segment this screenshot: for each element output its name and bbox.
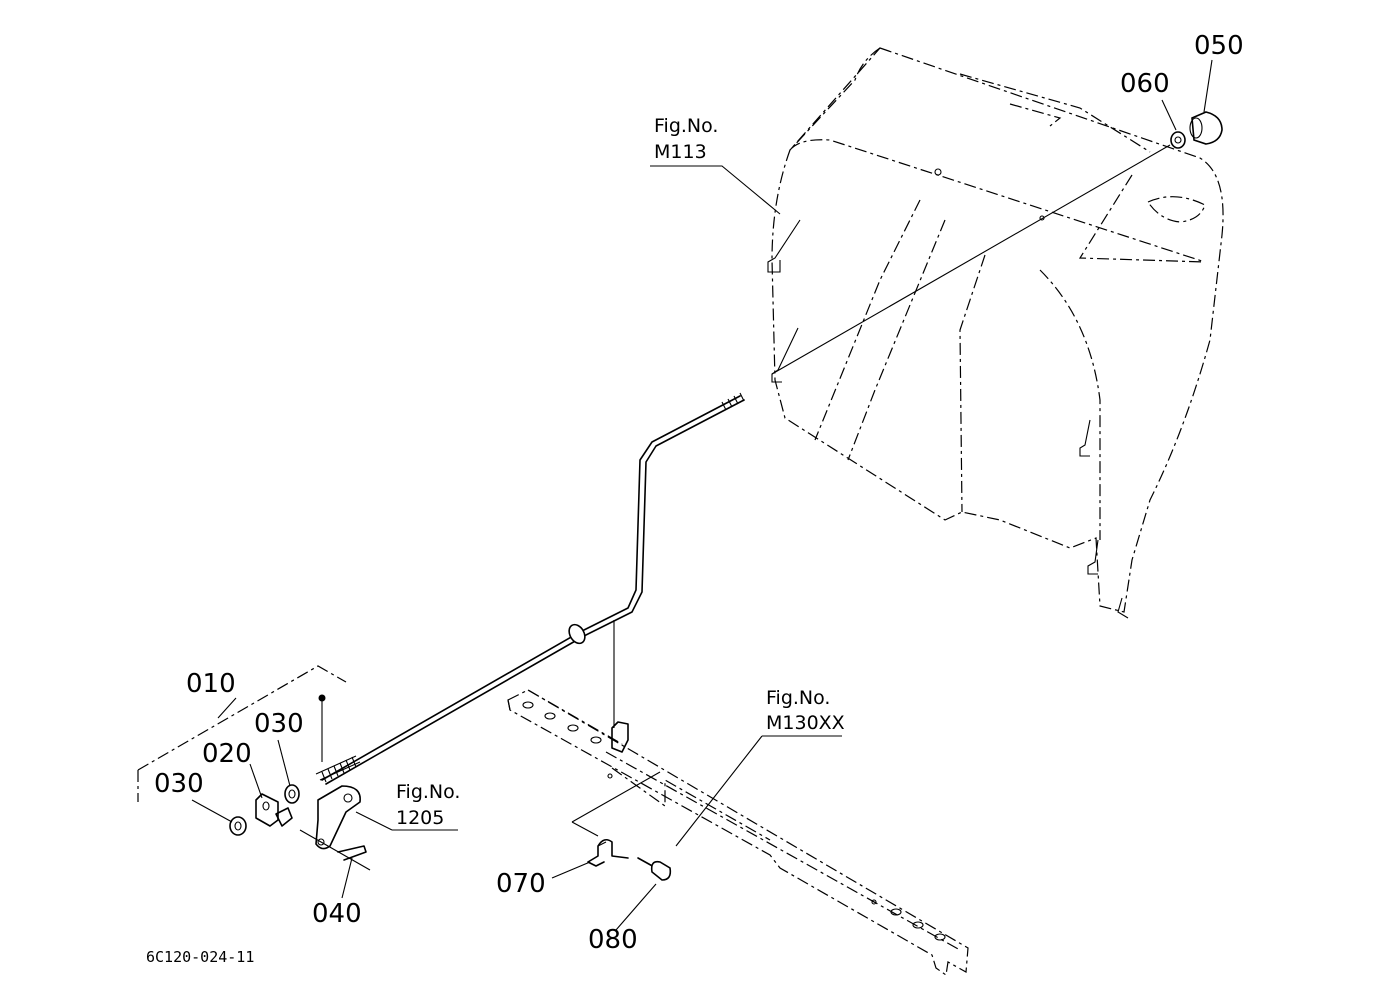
leader-lines	[191, 59, 1213, 931]
frame-rail	[507, 689, 969, 977]
ref-1205-line1: Fig.No.	[396, 781, 460, 803]
label-060: 060	[1120, 69, 1170, 99]
part-080-bolt	[571, 771, 672, 881]
label-010: 010	[186, 669, 236, 699]
label-020: 020	[202, 739, 252, 769]
label-030-lower: 030	[154, 769, 204, 799]
ref-m113-line1: Fig.No.	[654, 115, 718, 137]
part-020-joint	[255, 793, 293, 827]
rod-bracket	[611, 620, 629, 753]
assembly-bracket-010	[137, 665, 347, 802]
link-rod	[315, 392, 745, 785]
ref-m130-line1: Fig.No.	[766, 687, 830, 709]
label-030-upper: 030	[254, 709, 304, 739]
hood-mount-line	[771, 144, 1171, 375]
hood-outline	[767, 47, 1224, 619]
part-030-nut-a	[284, 784, 300, 804]
part-060-nut	[1170, 131, 1186, 149]
part-070-clamp	[587, 838, 629, 867]
label-040: 040	[312, 899, 362, 929]
label-050: 050	[1194, 31, 1244, 61]
part-030-nut-b	[229, 816, 247, 836]
part-050-cap	[1189, 111, 1223, 145]
label-080: 080	[588, 925, 638, 955]
part-040-pin	[299, 829, 371, 871]
ref-m113-line2: M113	[654, 141, 707, 163]
label-070: 070	[496, 869, 546, 899]
ref-1205-line2: 1205	[396, 807, 444, 829]
ref-m130-line2: M130XX	[766, 712, 845, 734]
drawing-code: 6C120-024-11	[146, 948, 254, 966]
lever-plate-1205	[315, 785, 361, 850]
